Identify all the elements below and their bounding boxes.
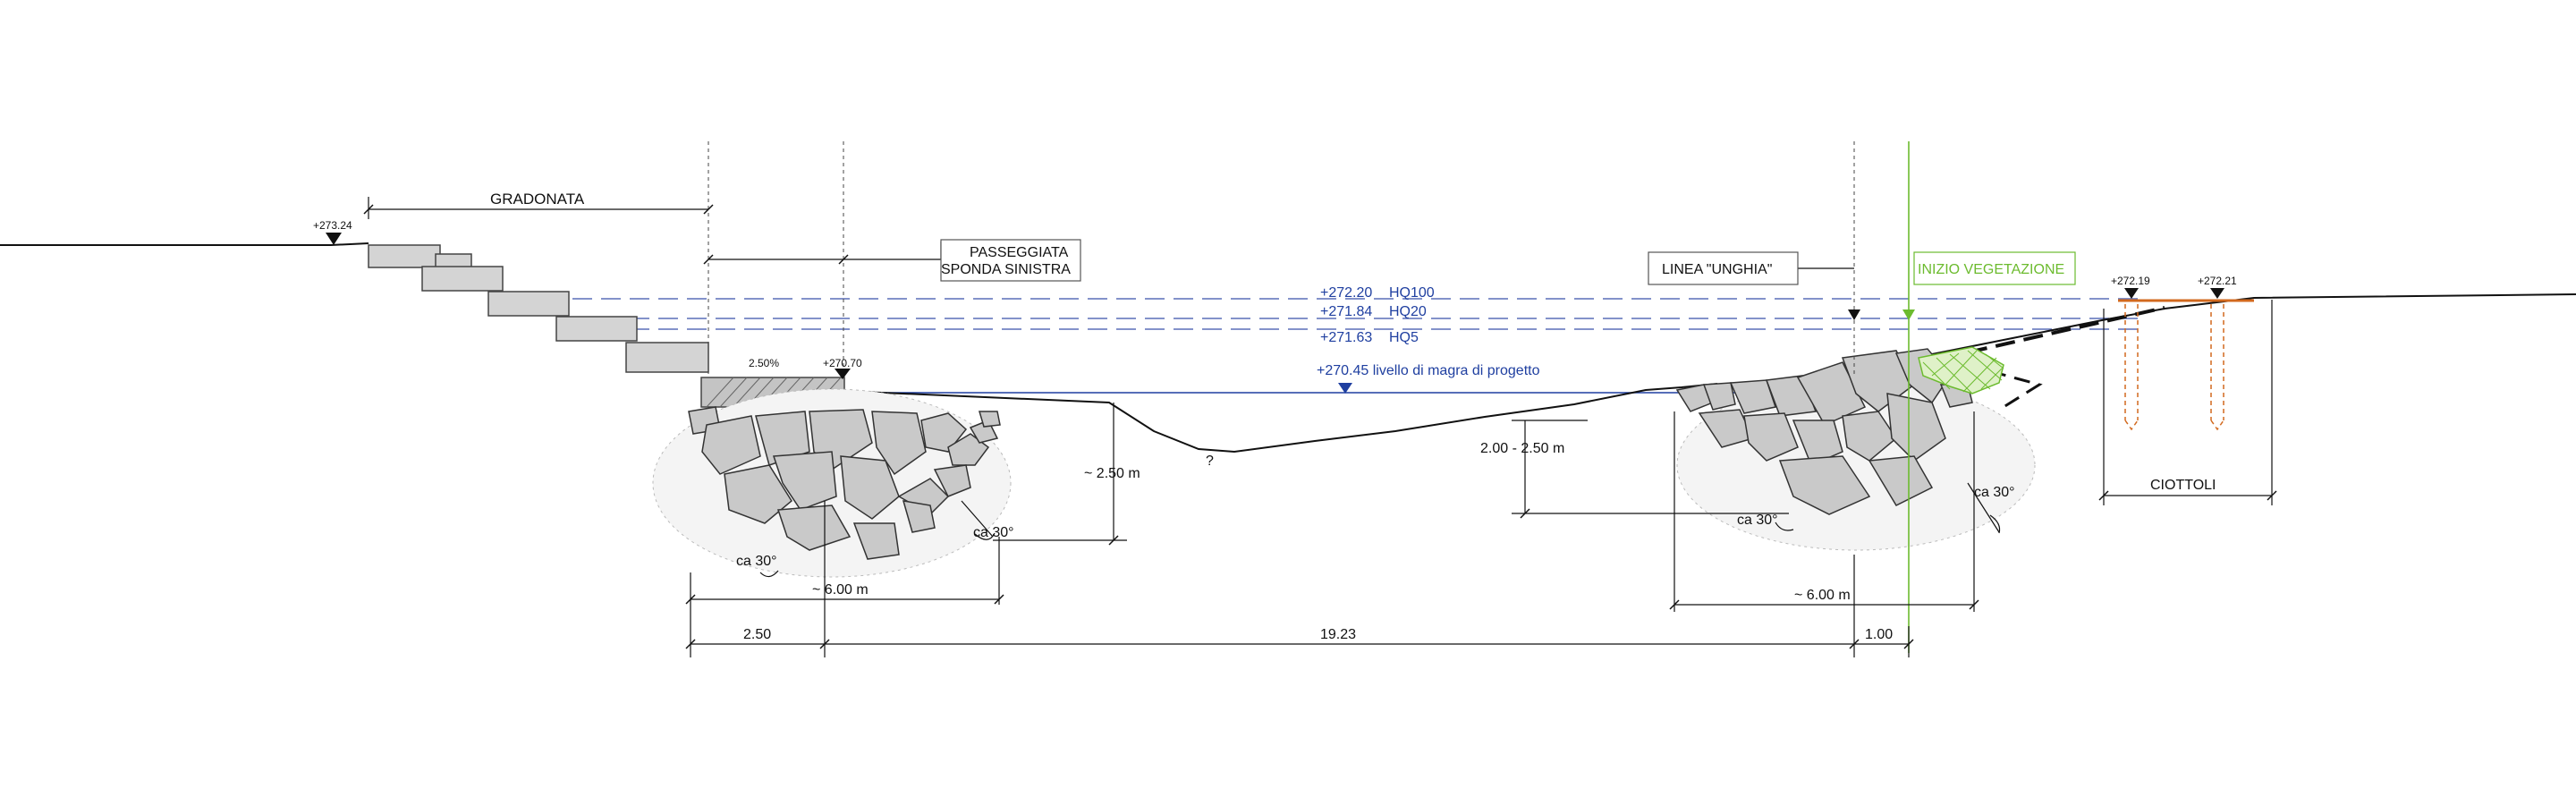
slope-label: 2.50% [749, 357, 779, 369]
step-2 [421, 266, 504, 292]
passeggiata-label-1: PASSEGGIATA [970, 245, 1069, 260]
hq20-name: HQ20 [1389, 304, 1427, 319]
depth-left-label: ~ 2.50 m [1084, 466, 1140, 481]
ciottoli-label: CIOTTOLI [2150, 478, 2216, 493]
elev-left-label: +273.24 [313, 219, 352, 232]
dimension-lines [368, 197, 2273, 657]
marker-left [326, 233, 342, 245]
width-left-label: ~ 6.00 m [812, 582, 869, 598]
dim-b-label: 19.23 [1320, 627, 1356, 642]
marker-magra [1338, 383, 1352, 394]
hq20-elev: +271.84 [1320, 304, 1372, 319]
angle-right-a: ca 30° [1737, 513, 1778, 528]
riverbed-profile [840, 383, 1718, 454]
passeggiata-box [940, 239, 1081, 282]
hq100-elev: +272.20 [1320, 285, 1372, 301]
marker-walk [835, 369, 851, 379]
vegetazione-box [1913, 251, 2076, 285]
step-3 [487, 291, 570, 317]
dim-c-label: 1.00 [1865, 627, 1893, 642]
left-rock-fill [652, 388, 1012, 578]
dashed-bank-line [1967, 306, 2165, 354]
linea-unghia-label: LINEA "UNGHIA" [1662, 262, 1772, 277]
right-terrain-line [1913, 293, 2576, 359]
angle-right-b: ca 30° [1974, 485, 2015, 500]
dim-a-label: 2.50 [743, 627, 771, 642]
marker-right1 [2124, 288, 2139, 299]
left-terrain-line [0, 242, 369, 246]
question-label: ? [1206, 454, 1214, 469]
step-5 [625, 342, 709, 373]
elev-right2-label: +272.21 [2198, 275, 2237, 287]
step-1b [435, 253, 472, 268]
depth-right-label: 2.00 - 2.50 m [1480, 441, 1564, 456]
inizio-vegetazione-label: INIZIO VEGETAZIONE [1918, 262, 2064, 277]
vegetation-patch [1918, 346, 2004, 394]
passeggiata-label-2: SPONDA SINISTRA [941, 262, 1071, 277]
marker-right2 [2210, 288, 2224, 299]
angle-left-b: ca 30° [736, 554, 777, 569]
right-piles [2118, 299, 2254, 431]
right-rock-fill [1675, 346, 2036, 551]
angle-left-a: ca 30° [973, 525, 1014, 540]
step-4 [555, 316, 638, 342]
dashed-vegetation-edge [1989, 369, 2043, 409]
elev-walk-label: +270.70 [823, 357, 862, 369]
dimension-ticks [363, 204, 2277, 649]
marker-vegetation [1902, 309, 1915, 320]
hq5-elev: +271.63 [1320, 330, 1372, 345]
unghia-box [1648, 251, 1799, 285]
gradonata-steps [368, 244, 709, 373]
hq5-name: HQ5 [1389, 330, 1419, 345]
elevation-markers [326, 233, 2224, 394]
magra-label: +270.45 livello di magra di progetto [1317, 363, 1540, 378]
elev-right1-label: +272.19 [2111, 275, 2150, 287]
water-level-lines [572, 298, 2138, 330]
hq100-name: HQ100 [1389, 285, 1435, 301]
step-1 [368, 244, 441, 268]
width-right-label: ~ 6.00 m [1794, 588, 1851, 603]
marker-unghia [1848, 309, 1860, 320]
gradonata-label: GRADONATA [490, 191, 585, 208]
